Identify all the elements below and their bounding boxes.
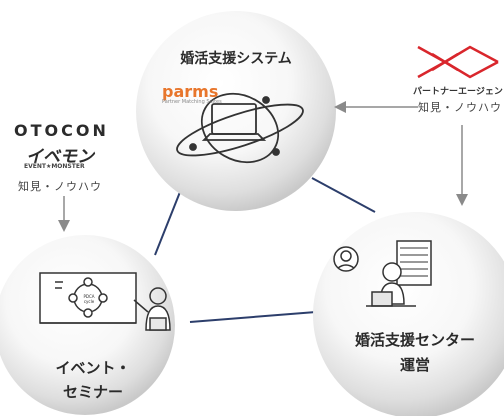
ivemon-tagline: EVENT★MONSTER [24,163,85,170]
system-sphere [136,11,336,211]
parms-logo: parms [162,82,219,101]
center-title-line1: 婚活支援センター [354,331,475,349]
line-events-center [189,311,317,323]
whiteboard-text: PDCA cycle [83,294,95,304]
center-sphere [313,212,504,416]
system-title: 婚活支援システム [180,51,292,67]
right-knowhow-label: 知見・ノウハウ [418,99,504,115]
knowhow-arrows [58,101,468,232]
presenter-figure-icon [133,287,171,331]
whiteboard-icon [39,272,137,324]
events-title-line2: セミナー [62,383,123,401]
otocon-brand: OTOCON [14,121,109,140]
left-knowhow-label: 知見・ノウハウ [18,180,102,193]
partner-agent-logo-icon [417,45,499,79]
events-title-line1: イベント・ [55,359,131,377]
center-title-line2: 運営 [399,356,430,374]
line-system-center [311,177,376,213]
connector-lines [154,177,376,323]
laptop-icon [176,92,304,164]
operator-figure-icon [333,240,432,307]
line-system-events [154,191,181,256]
partner-agent-brand: パートナーエージェント [413,87,504,97]
ivemon-brand: イベモン [26,147,94,167]
parms-tagline: Partner Matching Suites [162,99,222,105]
